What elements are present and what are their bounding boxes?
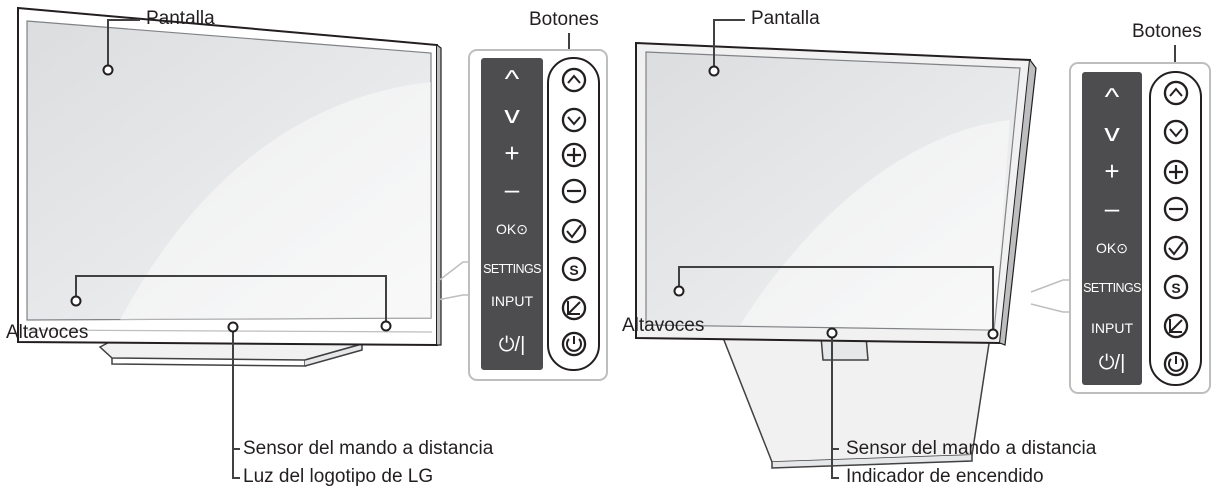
left-button-panel: S bbox=[468, 49, 608, 381]
left-tv-screen bbox=[26, 20, 432, 321]
right-settings-legend: SETTINGS bbox=[1083, 281, 1141, 295]
left-panel-circle-buttons: S bbox=[561, 67, 587, 357]
left-ok-legend: OK⊙ bbox=[496, 221, 528, 237]
left-speakers-label: Altavoces bbox=[6, 322, 89, 343]
left-buttons-label: Botones bbox=[529, 9, 599, 30]
right-plus-legend: + bbox=[1104, 156, 1120, 186]
right-power-legend: ⏻/| bbox=[1098, 352, 1126, 374]
right-speakers-label: Altavoces bbox=[622, 315, 705, 336]
svg-text:S: S bbox=[569, 262, 578, 278]
right-minus-legend: – bbox=[1104, 193, 1120, 223]
right-ok-legend: OK⊙ bbox=[1096, 240, 1128, 256]
right-up-legend: ^ bbox=[1104, 84, 1120, 111]
right-power-indicator-label: Indicador de encendido bbox=[846, 466, 1044, 487]
right-screen-label: Pantalla bbox=[751, 8, 820, 29]
right-button-panel: S bbox=[1069, 62, 1211, 394]
right-buttons-label: Botones bbox=[1132, 21, 1202, 42]
left-settings-legend: SETTINGS bbox=[483, 262, 541, 276]
left-down-legend: v bbox=[504, 102, 520, 129]
left-power-legend: ⏻/| bbox=[498, 334, 526, 356]
left-input-legend: INPUT bbox=[491, 293, 533, 309]
right-tv bbox=[635, 41, 1037, 469]
right-down-legend: v bbox=[1104, 120, 1120, 147]
left-screen-label: Pantalla bbox=[146, 8, 215, 29]
right-panel-circle-buttons: S bbox=[1163, 80, 1189, 377]
left-minus-legend: – bbox=[504, 174, 520, 204]
right-sensor-label: Sensor del mando a distancia bbox=[846, 438, 1097, 459]
left-sensor-label: Sensor del mando a distancia bbox=[243, 438, 494, 459]
left-up-legend: ^ bbox=[504, 66, 520, 93]
svg-text:S: S bbox=[1171, 280, 1180, 296]
left-tv-callouts bbox=[70, 19, 574, 479]
left-logo-light-label: Luz del logotipo de LG bbox=[243, 466, 434, 487]
right-input-legend: INPUT bbox=[1091, 320, 1133, 336]
left-tv bbox=[17, 6, 442, 367]
left-plus-legend: + bbox=[504, 138, 520, 168]
